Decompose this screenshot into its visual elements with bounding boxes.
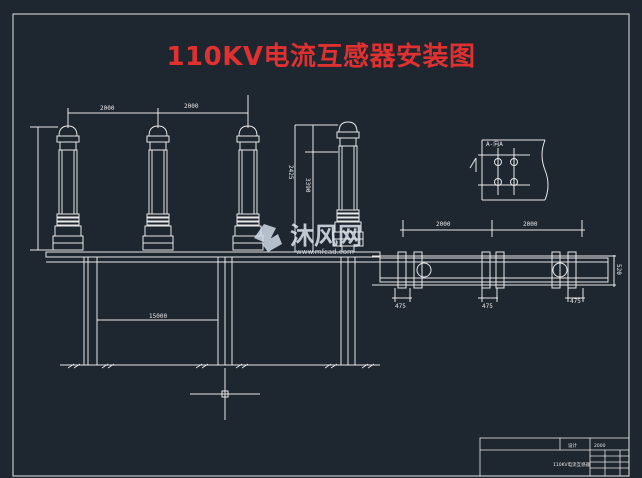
dim-height-2: 3390 xyxy=(304,178,311,193)
dim-plan-span-2: 2000 xyxy=(523,221,538,228)
dim-spacing-2: 2000 xyxy=(184,103,199,110)
sheet-border xyxy=(12,13,630,477)
plan-view xyxy=(372,220,616,302)
dim-support-span: 15000 xyxy=(149,313,167,320)
elevation-view xyxy=(30,95,381,420)
dim-spacing-1: 2000 xyxy=(100,105,115,112)
current-transformer-units xyxy=(52,121,364,253)
title-block-drawing-name: 110KV电流互感器 xyxy=(553,461,591,468)
detail-a-label: A-向A xyxy=(486,140,503,148)
dim-offset-2: 475 xyxy=(482,303,493,310)
watermark-brand: 沐风网 xyxy=(290,222,362,250)
dim-plan-width: 520 xyxy=(615,264,622,275)
watermark-logo-icon xyxy=(254,224,282,252)
watermark: 沐风网 www.mfcad.com xyxy=(254,222,362,256)
ground-hatches xyxy=(67,363,375,369)
title-block xyxy=(479,437,630,477)
drawing-title: 110KV电流互感器安装图 xyxy=(166,42,476,72)
dim-offset-3: 475 xyxy=(570,298,581,305)
detail-a-view xyxy=(469,139,549,201)
dim-plan-span-1: 2000 xyxy=(436,221,451,228)
title-block-cell-1: 设计 xyxy=(568,442,577,449)
dim-offset-1: 475 xyxy=(395,303,406,310)
watermark-url: www.mfcad.com xyxy=(296,248,354,256)
dim-height-1: 2425 xyxy=(287,165,294,180)
title-block-cell-2: 2000 xyxy=(594,443,606,449)
